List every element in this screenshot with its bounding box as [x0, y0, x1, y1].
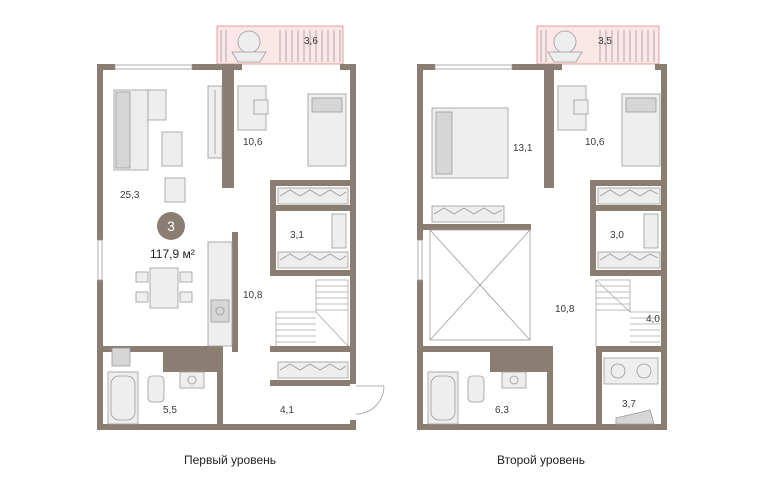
area-label-balcony-2: 3,5: [598, 36, 612, 47]
area-label-kitchen: 10,8: [243, 290, 263, 301]
bedroom-furniture-2: [557, 85, 661, 167]
area-label-stairs: 4,0: [646, 314, 660, 325]
wardrobe-level-1: [277, 187, 349, 269]
balcony-level-1: 3,6: [216, 25, 344, 65]
level-2-plan: 3,5: [417, 25, 667, 467]
windows-level-1: [97, 64, 193, 281]
bedroom-furniture-master: [431, 107, 509, 223]
area-label-wardrobe-1: 3,1: [290, 230, 304, 241]
caption-level-2: Второй уровень: [497, 453, 585, 467]
windows-level-2: [417, 64, 513, 281]
area-label-living: 25,3: [120, 190, 140, 201]
total-area: 117,9 м²: [150, 247, 195, 261]
area-label-bedroom-master: 13,1: [513, 143, 533, 154]
level-1-plan: 3,6: [97, 25, 385, 467]
bedroom-furniture-1: [237, 85, 347, 167]
armchair-icon: [547, 30, 583, 63]
dining-table: [135, 267, 193, 309]
rooms-count: 3: [167, 218, 175, 234]
kitchen-counter: [207, 241, 233, 347]
bathroom-fixtures-2: [427, 371, 527, 425]
rooms-badge: [157, 212, 185, 240]
double-height-void: [429, 229, 531, 341]
armchair-icon: [231, 30, 267, 63]
bathroom-fixtures-1: [107, 347, 205, 425]
laundry-fixtures: [603, 357, 659, 425]
area-label-balcony-1: 3,6: [304, 36, 318, 47]
area-label-void: 10,8: [555, 304, 575, 315]
balcony-level-2: 3,5: [536, 25, 660, 65]
wardrobe-lower-1: [277, 361, 349, 379]
living-room-furniture: [113, 85, 223, 203]
area-label-bedroom-1: 10,6: [243, 137, 263, 148]
stairs-level-1: [275, 279, 349, 347]
area-label-laundry: 3,7: [622, 399, 636, 410]
area-label-wardrobe-2: 3,0: [610, 230, 624, 241]
walls-level-2: [417, 64, 667, 430]
entrance-door-1: [355, 385, 385, 415]
area-label-bedroom-2: 10,6: [585, 137, 605, 148]
area-label-bathroom-1: 5,5: [163, 405, 177, 416]
caption-level-1: Первый уровень: [184, 453, 276, 467]
area-label-hall: 4,1: [280, 405, 294, 416]
stairs-level-2: [595, 279, 660, 346]
area-label-bathroom-2: 6,3: [495, 405, 509, 416]
wardrobe-level-2: [597, 187, 661, 269]
walls-level-1: [97, 64, 356, 430]
